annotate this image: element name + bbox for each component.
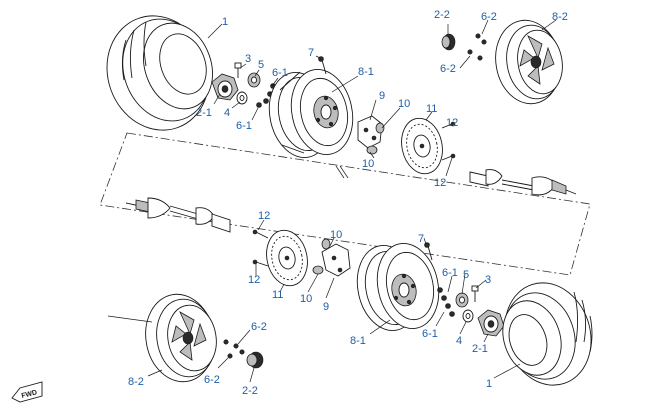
bolts-alloy-top xyxy=(467,33,487,61)
callout-bolt-alloy-bottom-a: 6-2 xyxy=(251,321,267,333)
washer-bearing-rear xyxy=(236,72,261,105)
nut-rear xyxy=(234,62,242,78)
rim-front xyxy=(356,243,440,331)
rim-rear xyxy=(268,69,354,158)
caliper-rear xyxy=(357,115,385,155)
callout-tire-rear: 1 xyxy=(222,16,228,28)
callout-labels: 1 2-1 3 4 5 6-1 6-1 7 8-1 9 10 10 11 12 … xyxy=(128,9,568,397)
caliper-front xyxy=(312,238,351,277)
callout-rim-front: 8-1 xyxy=(350,335,366,347)
callout-rim-rear: 8-1 xyxy=(358,66,374,78)
callout-pad-rear: 10 xyxy=(398,98,410,110)
callout-nut-front: 3 xyxy=(485,274,491,286)
callout-bearing-rear: 5 xyxy=(258,59,264,71)
callout-caliper-rear: 9 xyxy=(379,90,385,102)
shaft-frame xyxy=(99,132,591,276)
screws-front xyxy=(252,229,269,267)
callout-washer-front: 4 xyxy=(456,335,462,347)
bolts-alloy-bottom xyxy=(223,339,245,359)
screws-rear xyxy=(441,121,456,161)
callout-stud-front: 7 xyxy=(418,233,424,245)
callout-pad-rear-b: 10 xyxy=(362,158,374,170)
hub-rear xyxy=(211,73,239,101)
callout-bolt-alloy-top-a: 6-2 xyxy=(481,11,497,23)
callout-bolt-alloy-bottom-b: 6-2 xyxy=(204,374,220,386)
tire-front xyxy=(502,282,593,386)
callout-screw-rear-b: 12 xyxy=(434,177,446,189)
callout-rim-alloy-top: 8-2 xyxy=(552,11,568,23)
callout-disc-front: 11 xyxy=(272,289,283,301)
drive-shaft-front xyxy=(125,197,231,233)
callout-washer-rear: 4 xyxy=(224,107,230,119)
callout-cap-alloy-bottom: 2-2 xyxy=(242,385,258,397)
bolts-front xyxy=(437,287,455,317)
callout-hub-rear: 2-1 xyxy=(196,107,212,119)
hub-front xyxy=(477,309,505,337)
tire-rear xyxy=(106,15,213,131)
rim-alloy-bottom xyxy=(107,293,217,383)
callout-bolt-rear-a: 6-1 xyxy=(272,67,288,79)
cap-alloy-bottom xyxy=(246,351,264,369)
fwd-label: FWD xyxy=(21,389,38,400)
cap-alloy-top xyxy=(441,33,456,51)
callout-screw-front-a: 12 xyxy=(258,210,270,222)
nut-front xyxy=(471,285,479,302)
callout-bearing-front: 5 xyxy=(463,269,469,281)
callout-tire-front: 1 xyxy=(486,378,492,390)
washer-bearing-front xyxy=(455,292,474,323)
callout-bolt-alloy-top-b: 6-2 xyxy=(440,63,456,75)
callout-nut-rear: 3 xyxy=(245,53,251,65)
leader-lines xyxy=(147,19,557,383)
callout-rim-alloy-bottom: 8-2 xyxy=(128,376,144,388)
drive-shaft-rear xyxy=(469,169,577,196)
rim-alloy-top xyxy=(495,19,563,105)
callout-hub-front: 2-1 xyxy=(472,343,488,355)
callout-pad-front-b: 10 xyxy=(300,293,312,305)
callout-bolt-front-b: 6-1 xyxy=(422,328,438,340)
callout-screw-front-b: 12 xyxy=(248,274,260,286)
callout-caliper-front: 9 xyxy=(323,301,329,313)
callout-screw-rear-a: 12 xyxy=(446,117,458,129)
callout-bolt-rear-b: 6-1 xyxy=(236,120,252,132)
brake-disc-front xyxy=(266,229,308,287)
callout-disc-rear: 11 xyxy=(426,103,437,115)
callout-stud-rear: 7 xyxy=(308,47,314,59)
callout-cap-alloy-top: 2-2 xyxy=(434,9,450,21)
callout-pad-front: 10 xyxy=(330,229,342,241)
brake-disc-rear xyxy=(401,117,443,175)
fwd-arrow-icon: FWD xyxy=(11,381,43,403)
callout-bolt-front-a: 6-1 xyxy=(442,267,458,279)
